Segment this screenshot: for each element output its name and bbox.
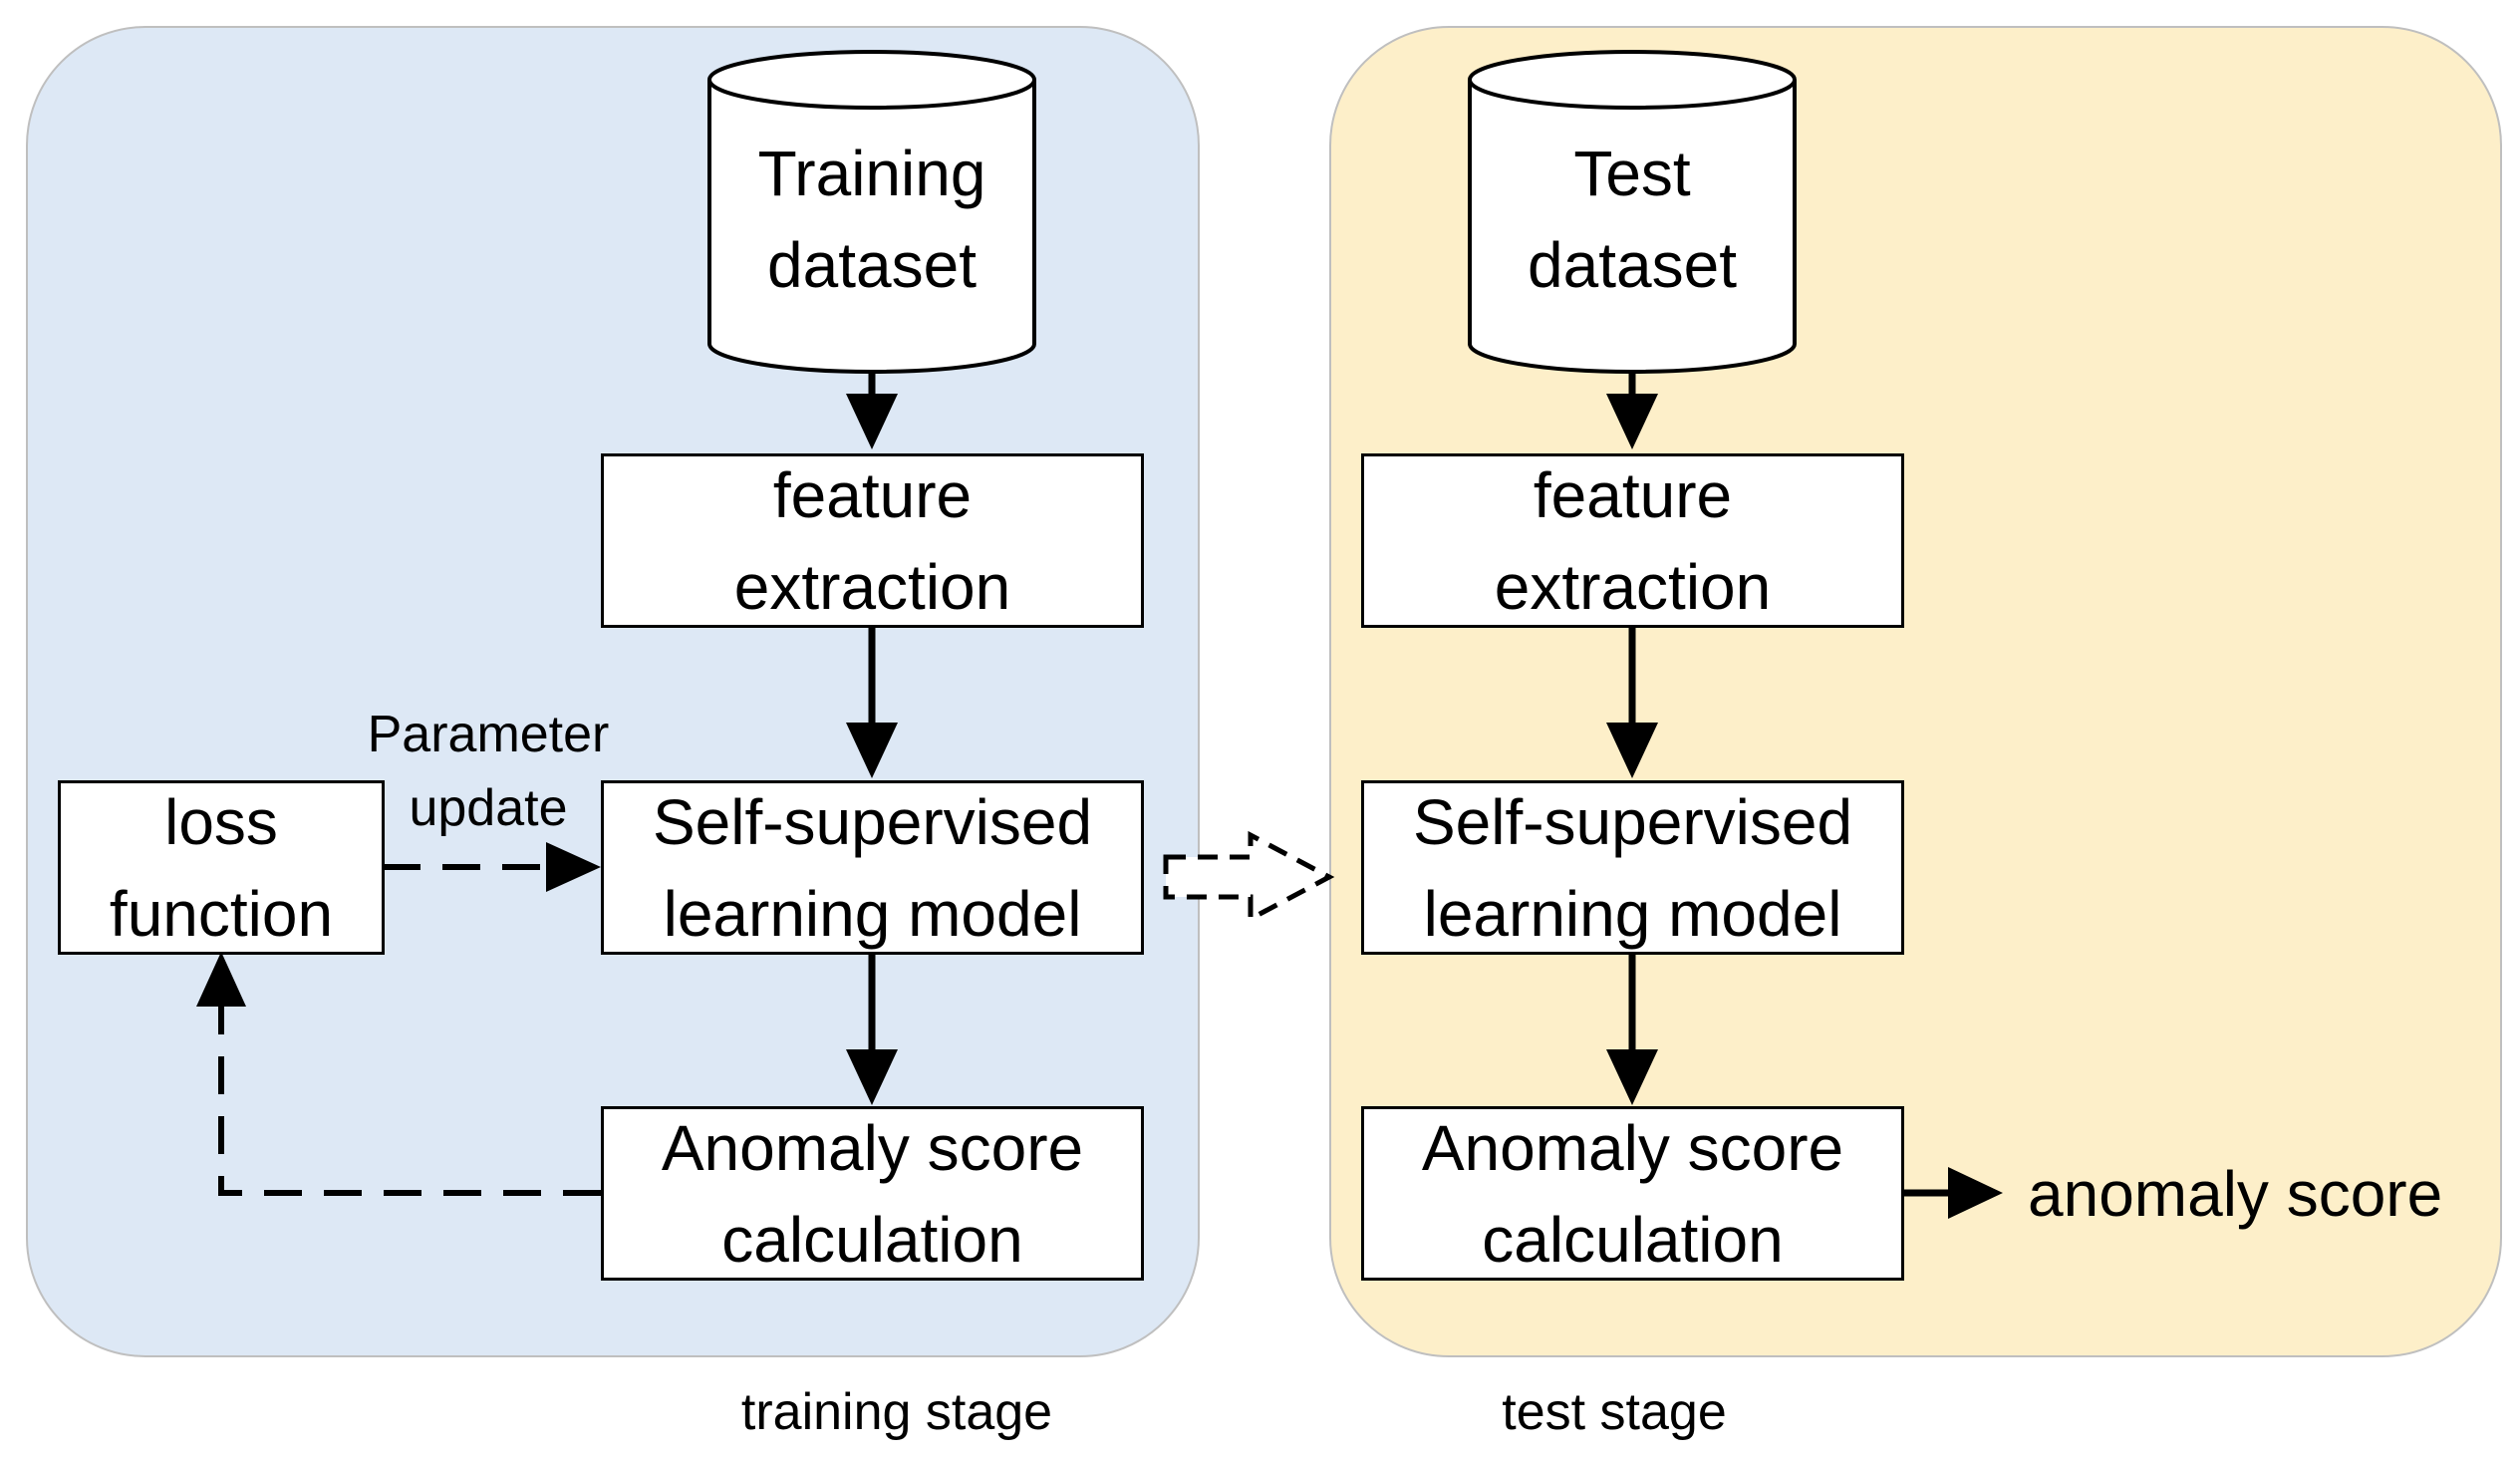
test-anomaly-score-calculation-box: Anomaly score calculation (1361, 1106, 1904, 1281)
training-flow-arrows (846, 372, 898, 1105)
test-stage-label: test stage (1502, 1383, 1727, 1441)
loss-function-box: loss function (58, 780, 385, 955)
loss-feedback-dashed-arrow (196, 952, 601, 1196)
training-feature-extraction-box: feature extraction (601, 453, 1144, 628)
training-self-supervised-model-box: Self-supervised learning model (601, 780, 1144, 955)
test-feature-extraction-box: feature extraction (1361, 453, 1904, 628)
training-dataset-label: Training dataset (757, 138, 986, 301)
test-dataset-label: Test dataset (1528, 138, 1737, 301)
test-flow-arrows (1606, 372, 1658, 1105)
test-self-supervised-model-box: Self-supervised learning model (1361, 780, 1904, 955)
anomaly-score-output-label: anomaly score (2028, 1158, 2443, 1230)
parameter-update-label: Parameter update (367, 706, 610, 837)
training-stage-label: training stage (740, 1383, 1053, 1441)
model-transfer-dashed-arrow-icon (1163, 830, 1335, 924)
test-dataset-cylinder-icon (1468, 50, 1797, 374)
training-dataset-cylinder-icon (707, 50, 1036, 374)
training-anomaly-score-calculation-box: Anomaly score calculation (601, 1106, 1144, 1281)
anomaly-score-output-arrow (1902, 1167, 2003, 1219)
parameter-update-dashed-arrow (383, 842, 601, 892)
